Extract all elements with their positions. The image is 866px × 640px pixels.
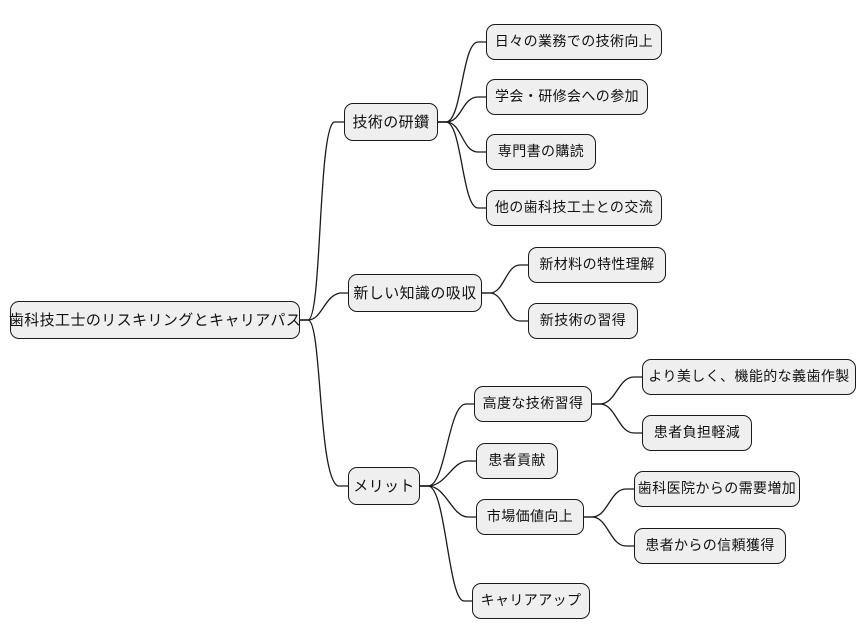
node-advanced-skill-label: 高度な技術習得 [482, 396, 584, 412]
node-market-value-increase-label: 市場価値向上 [486, 509, 574, 525]
node-clinic-demand-increase-label: 歯科医院からの需要増加 [637, 481, 797, 497]
node-patient-burden-reduction-label: 患者負担軽減 [653, 425, 741, 441]
node-patient-trust-label: 患者からの信頼獲得 [645, 538, 775, 554]
node-branch-technique[interactable]: 技術の研鑽 [344, 103, 438, 141]
node-conference-participation-label: 学会・研修会への参加 [495, 89, 639, 105]
node-technical-book-reading-label: 専門書の購読 [497, 144, 585, 160]
node-root-label: 歯科技工士のリスキリングとキャリアパス [8, 310, 302, 329]
node-conference-participation[interactable]: 学会・研修会への参加 [486, 79, 648, 115]
node-beautiful-functional-denture-label: より美しく、機能的な義歯作製 [648, 369, 850, 385]
node-branch-new-knowledge[interactable]: 新しい知識の吸収 [348, 274, 482, 312]
node-clinic-demand-increase[interactable]: 歯科医院からの需要増加 [634, 471, 800, 507]
node-patient-trust[interactable]: 患者からの信頼獲得 [634, 528, 786, 564]
node-new-technology-acquisition[interactable]: 新技術の習得 [528, 303, 638, 339]
node-peer-exchange[interactable]: 他の歯科技工士との交流 [486, 190, 662, 226]
node-branch-new-knowledge-label: 新しい知識の吸収 [353, 283, 477, 302]
node-branch-merit[interactable]: メリット [348, 467, 420, 505]
node-career-advancement-label: キャリアアップ [480, 593, 582, 609]
node-peer-exchange-label: 他の歯科技工士との交流 [494, 200, 654, 216]
node-patient-contribution-label: 患者貢献 [488, 453, 546, 469]
node-patient-contribution[interactable]: 患者貢献 [476, 443, 558, 479]
node-root[interactable]: 歯科技工士のリスキリングとキャリアパス [8, 301, 302, 339]
node-new-technology-acquisition-label: 新技術の習得 [539, 313, 627, 329]
node-daily-skill-improvement-label: 日々の業務での技術向上 [494, 34, 654, 50]
node-branch-technique-label: 技術の研鑽 [352, 112, 430, 131]
node-patient-burden-reduction[interactable]: 患者負担軽減 [642, 415, 752, 451]
node-advanced-skill[interactable]: 高度な技術習得 [474, 386, 592, 422]
node-branch-merit-label: メリット [353, 476, 415, 495]
node-career-advancement[interactable]: キャリアアップ [472, 583, 590, 619]
node-technical-book-reading[interactable]: 専門書の購読 [486, 134, 596, 170]
node-new-material-properties-label: 新材料の特性理解 [539, 257, 655, 273]
node-market-value-increase[interactable]: 市場価値向上 [476, 499, 584, 535]
node-new-material-properties[interactable]: 新材料の特性理解 [528, 247, 666, 283]
node-daily-skill-improvement[interactable]: 日々の業務での技術向上 [486, 24, 662, 60]
node-beautiful-functional-denture[interactable]: より美しく、機能的な義歯作製 [642, 359, 856, 395]
